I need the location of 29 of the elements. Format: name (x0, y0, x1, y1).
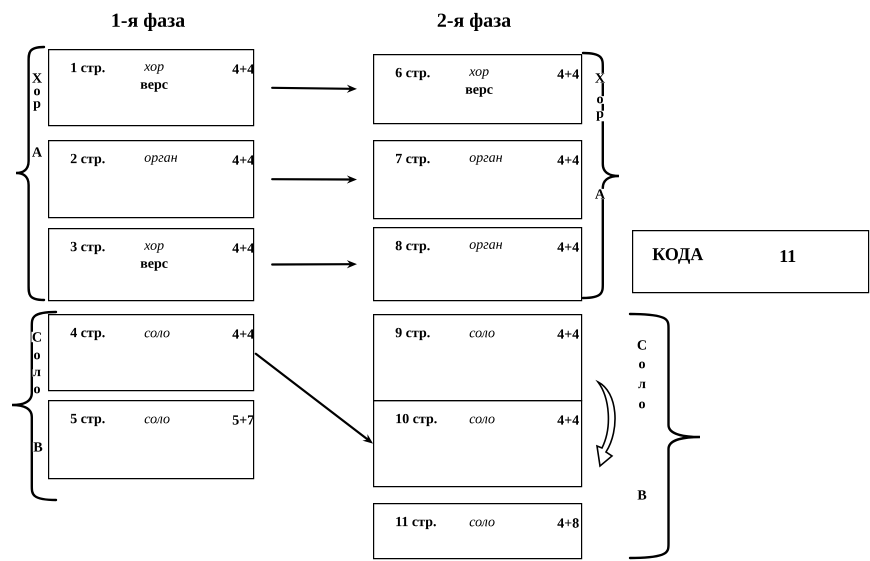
brace-letter: С (31, 332, 43, 342)
brace-letter: р (596, 110, 604, 122)
section-box: 3 стр. хор 4+4 верс (48, 228, 254, 302)
brace-letter: о (33, 386, 41, 394)
phase-heading: 2-я фаза (436, 12, 512, 32)
phase-heading: 1-я фаза (110, 12, 186, 32)
brace-letter: А (594, 188, 606, 200)
section-box: 4 стр. соло 4+4 (48, 314, 254, 392)
section-box: 5 стр. соло 5+7 (48, 400, 254, 480)
section-box: 7 стр. орган 4+4 (373, 140, 582, 220)
section-box: 6 стр. хор 4+4 верс (373, 54, 582, 124)
brace-letter: л (32, 369, 42, 377)
brace-letter: о (638, 401, 646, 409)
section-box: 2 стр. орган 4+4 (48, 140, 254, 218)
brace-letter: р (32, 100, 42, 112)
brace-letter: А (31, 146, 43, 158)
section-box: КОДА 11 (632, 230, 870, 294)
brace-letter: о (33, 352, 41, 360)
section-box: 1 стр. хор 4+4 верс (48, 49, 254, 126)
brace-letter: С (636, 340, 648, 350)
brace-letter: Х (594, 72, 606, 84)
brace-letter: о (638, 361, 646, 369)
section-box: 8 стр. орган 4+4 (373, 227, 582, 302)
brace-letter: л (638, 381, 646, 389)
section-box: 9 стр. соло 4+4 (373, 314, 582, 402)
brace-letter: о (596, 96, 604, 104)
section-box: 10 стр. соло 4+4 (373, 400, 582, 488)
brace-letter: В (636, 490, 648, 500)
section-box: 11 стр. соло 4+8 (373, 503, 582, 560)
